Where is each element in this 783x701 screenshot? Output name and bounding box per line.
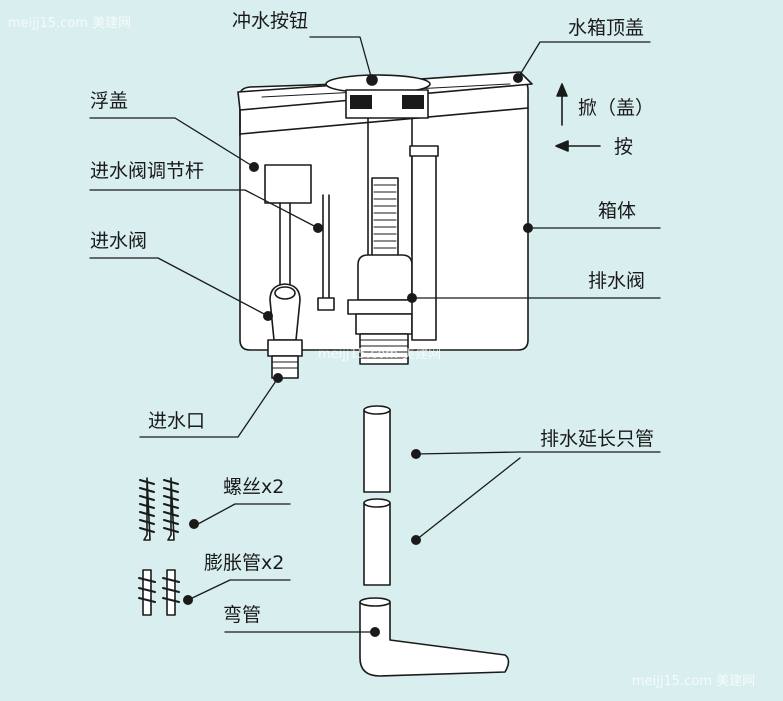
callout-dots: [183, 73, 533, 637]
label-tank-body: 箱体: [598, 200, 637, 222]
expansion-tubes: [138, 569, 180, 616]
label-press: 按: [614, 136, 634, 158]
label-flush-button: 冲水按钮: [232, 10, 309, 32]
watermark-top-left: meijj15.com 美建网: [8, 16, 132, 31]
drain-extension-pipes: [363, 405, 391, 586]
label-screws: 螺丝x2: [223, 476, 285, 498]
label-inlet-rod: 进水阀调节杆: [90, 160, 205, 182]
label-elbow: 弯管: [223, 604, 262, 626]
label-lift-lid: 掀（盖）: [578, 97, 655, 119]
label-tank-lid: 水箱顶盖: [568, 17, 645, 39]
label-drain-extension-pipe: 排水延长只管: [540, 428, 655, 450]
label-water-inlet: 进水口: [148, 410, 206, 432]
label-float-cover: 浮盖: [90, 90, 129, 112]
drain-valve-assembly: [347, 145, 439, 365]
label-drain-valve: 排水阀: [588, 270, 646, 292]
label-expansion-tubes: 膨胀管x2: [204, 552, 285, 574]
inlet-valve-assembly: [264, 164, 335, 379]
watermark-center: meijj15.com 美建网: [318, 347, 442, 362]
action-arrows: [555, 83, 601, 152]
elbow-pipe: [359, 597, 510, 677]
callout-lines: [89, 36, 661, 633]
watermark-bottom-right: meijj15.com 美建网: [632, 674, 756, 689]
screws: [139, 477, 179, 541]
label-inlet-valve: 进水阀: [90, 230, 148, 252]
